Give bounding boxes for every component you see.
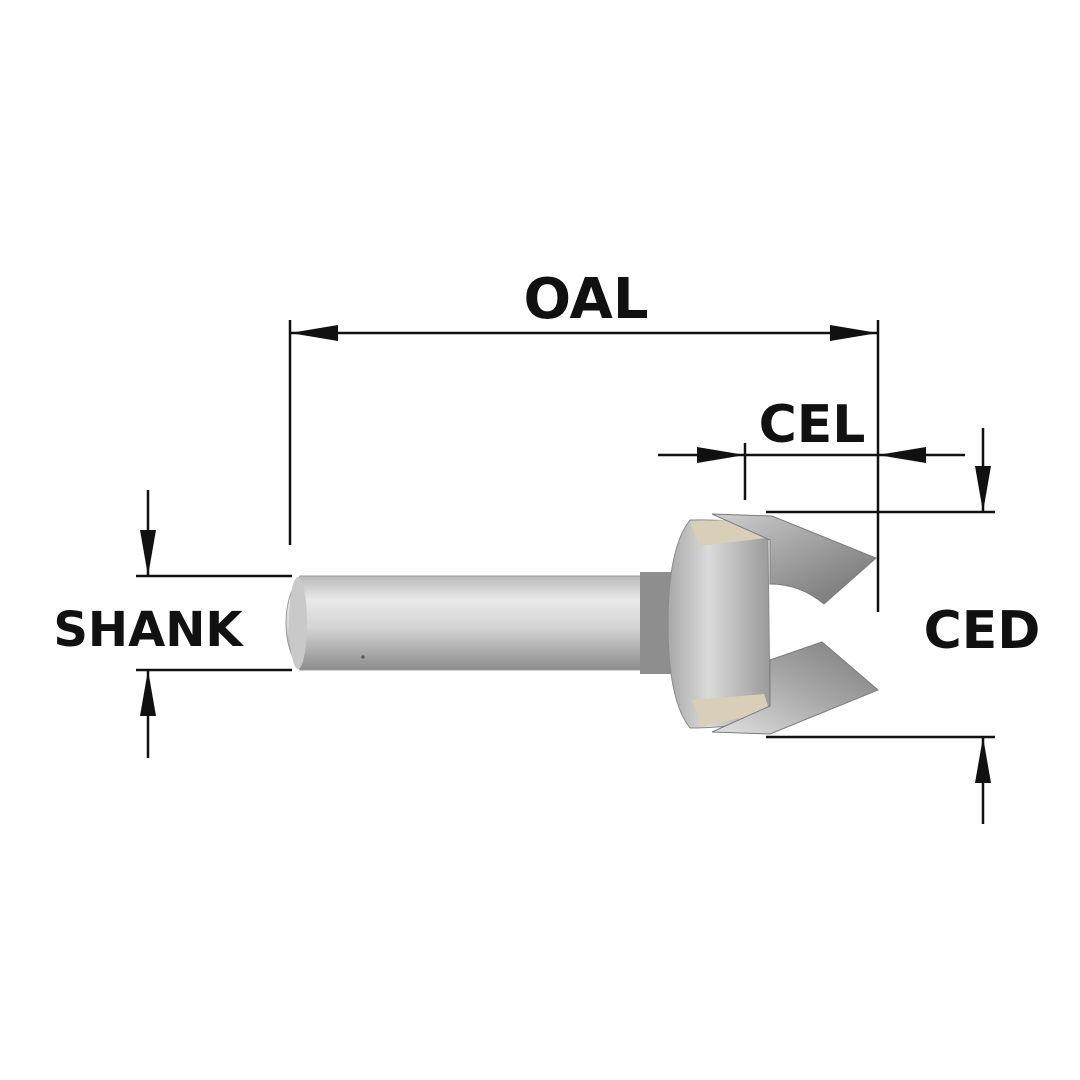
- oal-right-arrow: [830, 325, 878, 341]
- cel-label: CEL: [759, 395, 866, 455]
- cel-dimension: CEL: [658, 395, 965, 500]
- router-bit: [285, 513, 879, 735]
- cel-left-arrow: [697, 447, 745, 463]
- ced-bottom-arrow: [975, 737, 991, 783]
- cel-right-arrow: [878, 447, 926, 463]
- shank-body: [285, 575, 647, 671]
- shank-dimension: SHANK: [53, 490, 292, 758]
- ced-label: CED: [924, 601, 1041, 661]
- shank-top-arrow: [140, 530, 156, 576]
- oal-label: OAL: [523, 267, 648, 332]
- carbide-insert-bottom: [692, 694, 770, 726]
- shank-bottom-arrow: [140, 670, 156, 716]
- lower-cutting-wing: [711, 641, 879, 735]
- upper-cutting-wing: [711, 513, 877, 605]
- oal-dimension: OAL: [288, 267, 880, 612]
- shank-label: SHANK: [53, 602, 244, 658]
- shank-end: [289, 577, 307, 669]
- oal-left-arrow: [290, 325, 338, 341]
- ced-dimension: CED: [766, 428, 1040, 824]
- ced-top-arrow: [975, 466, 991, 512]
- shank-dot: [361, 655, 365, 659]
